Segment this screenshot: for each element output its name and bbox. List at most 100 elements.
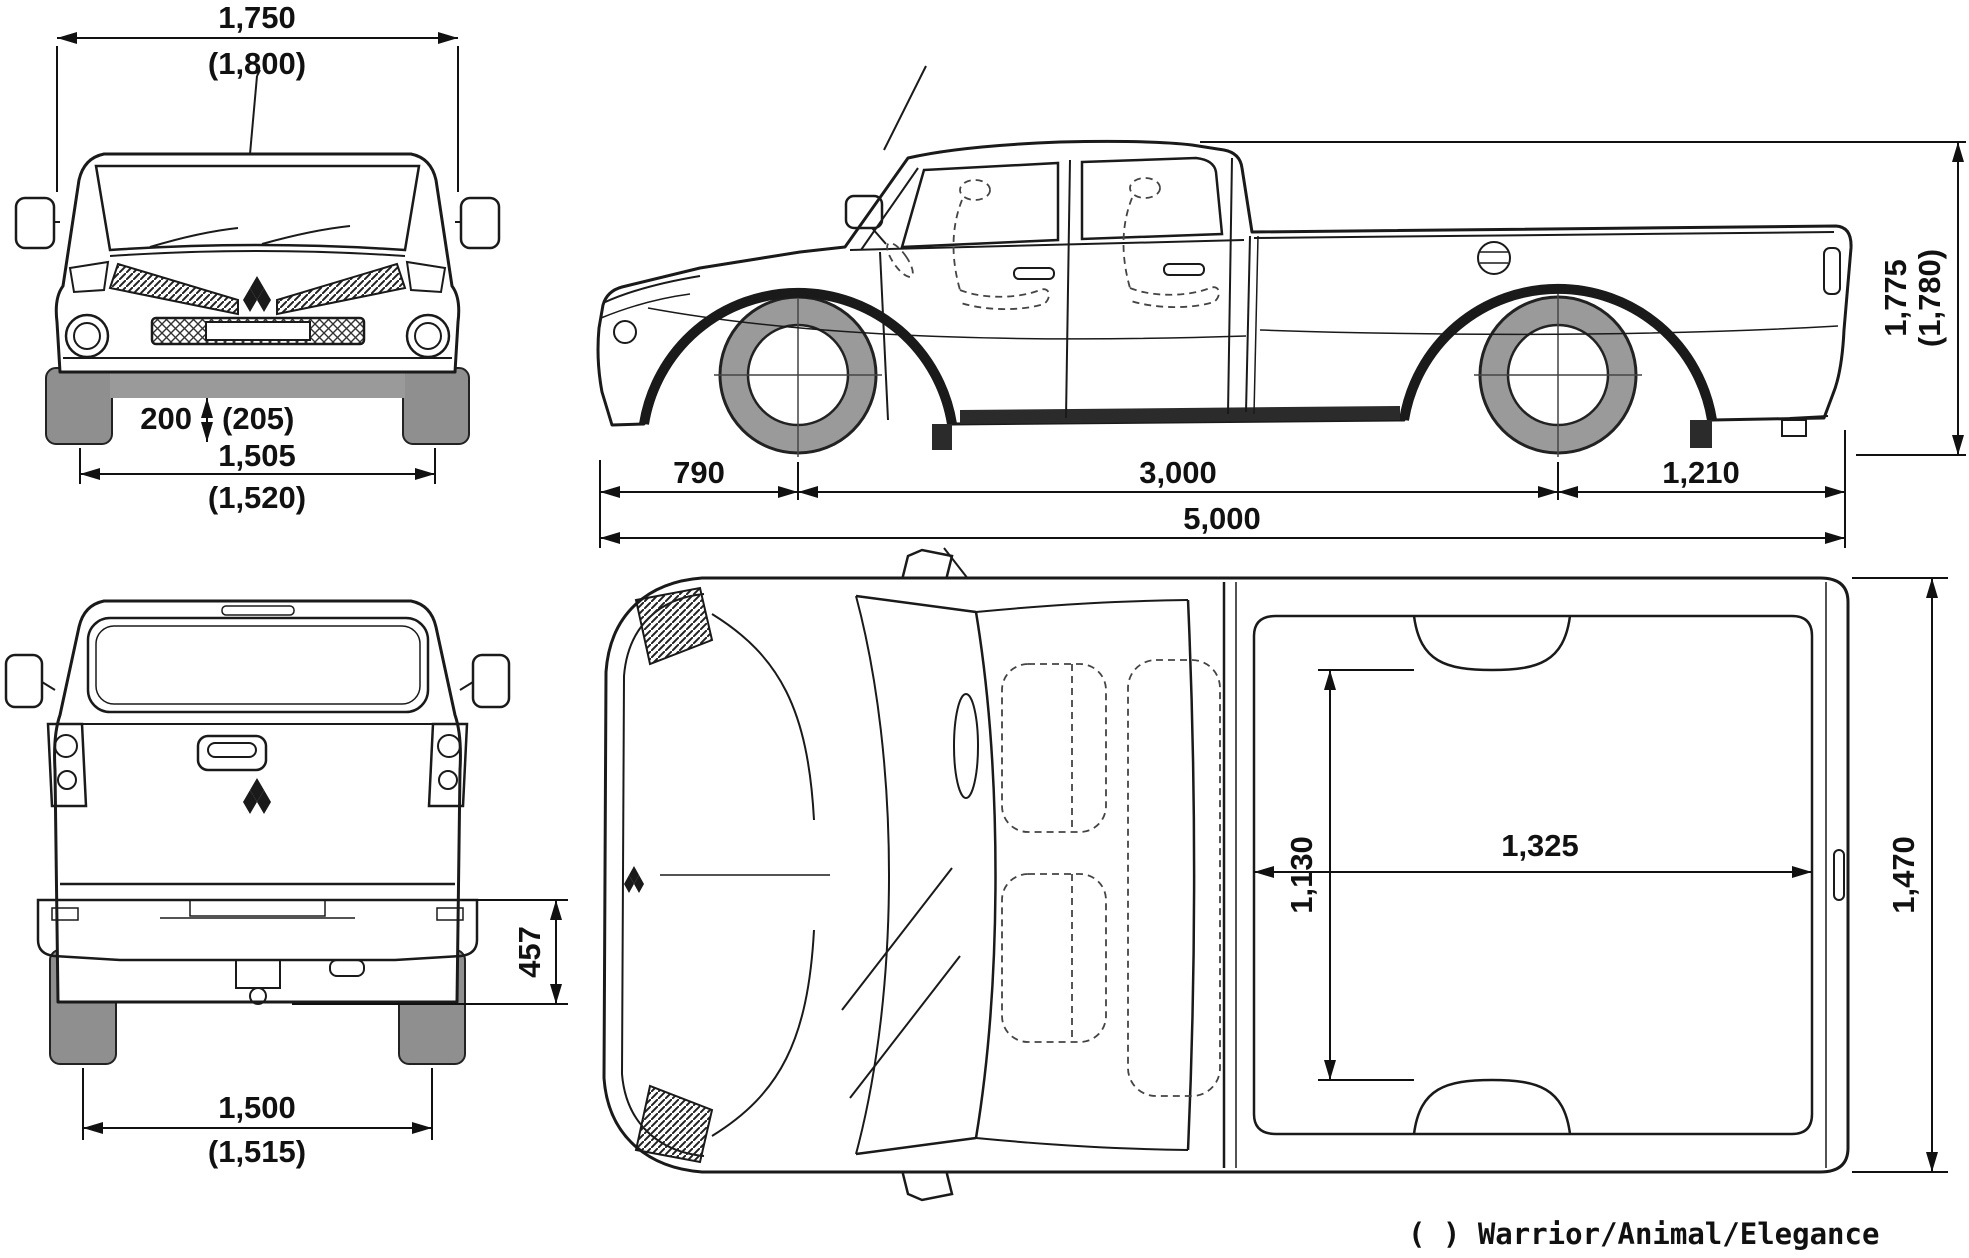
fuel-cap-slats <box>1480 251 1508 264</box>
front-door-window <box>900 161 1060 249</box>
dim-overall-length: 5,000 <box>600 501 1845 544</box>
headlamp-right <box>405 260 447 294</box>
brand-logo-icon <box>257 288 271 312</box>
dim-label-bed-length: 1,325 <box>1501 828 1579 863</box>
dim-label-rear-overhang: 1,210 <box>1662 455 1740 490</box>
dim-label-ground-clearance-alt: (205) <box>222 401 294 436</box>
cab-bed-gap <box>1245 235 1251 413</box>
headlamp-line-2 <box>600 293 691 319</box>
rear-view: 457 1,500 (1,515) <box>4 599 568 1169</box>
foglamp-left-inner <box>73 322 101 350</box>
dim-label-overall-width: 1,750 <box>218 0 296 35</box>
mirror-right <box>471 653 511 709</box>
dim-label-ground-clearance: 200 <box>140 401 192 436</box>
brand-logo-icon <box>257 790 271 814</box>
dim-bumper-height: 457 <box>292 899 568 1005</box>
dim-label-overall-height: 1,775 <box>1878 259 1913 337</box>
rear-bumper <box>36 898 479 962</box>
headlamp-top <box>634 586 714 666</box>
headlamp-line <box>602 275 701 304</box>
bed-crease <box>1259 325 1839 336</box>
tailgate-handle <box>196 734 268 772</box>
door-seam-mid <box>1065 159 1071 419</box>
dim-front-track: 1,505 (1,520) <box>79 438 436 515</box>
dim-label-rear-track: 1,500 <box>218 1090 296 1125</box>
mirror-left <box>14 196 56 250</box>
tow-hitch <box>1781 419 1807 437</box>
wiper-2 <box>849 955 961 1099</box>
mirror-left-stem <box>41 681 56 691</box>
dim-label-front-track: 1,505 <box>218 438 296 473</box>
front-left-wheel <box>45 367 113 445</box>
brand-logo-icon <box>243 288 257 312</box>
brand-logo-icon <box>634 875 644 893</box>
roof-side-bottom <box>975 1137 1189 1151</box>
dim-label-overall-length: 5,000 <box>1183 501 1261 536</box>
rear-bumper-step <box>1789 415 1829 419</box>
top-body-outline <box>602 576 1850 1174</box>
taillight <box>1823 247 1841 295</box>
mirror-right-stem <box>459 681 474 691</box>
taillight-left <box>46 722 88 808</box>
dim-label-rear-track-alt: (1,515) <box>208 1134 306 1169</box>
hood-crease-top <box>711 613 815 821</box>
rear-wheel-arch <box>1399 283 1717 421</box>
antenna <box>883 65 927 151</box>
headlamp-left <box>68 260 110 294</box>
dim-ground-clearance: 200 (205) <box>140 398 294 442</box>
roof-side-top <box>975 599 1189 613</box>
dim-label-overall-width-alt: (1,800) <box>208 46 306 81</box>
rear-mudflap <box>1690 420 1712 448</box>
dim-front-overhang: 790 <box>599 455 799 548</box>
side-view: 790 3,000 1,210 5,000 1,775 (1,780) <box>596 65 1966 548</box>
dim-label-wheelbase: 3,000 <box>1139 455 1217 490</box>
tailgate-handle-grip <box>207 742 257 758</box>
mirror-bottom <box>900 1168 954 1202</box>
wiper-left <box>149 227 239 248</box>
rear-door-handle <box>1163 263 1205 276</box>
dim-rear-track: 1,500 (1,515) <box>82 1068 433 1169</box>
top-view: 1,130 1,325 1,470 <box>602 547 1948 1202</box>
tailgate-handle <box>1833 849 1845 901</box>
dim-label-rear-width: 1,470 <box>1886 836 1921 914</box>
headlamp-bottom <box>634 1084 714 1164</box>
beltline <box>849 239 1245 251</box>
dim-overall-width: 1,750 (1,800) <box>56 0 459 192</box>
dim-label-front-track-alt: (1,520) <box>208 480 306 515</box>
hood-crease-bottom <box>711 929 815 1137</box>
license-recess <box>189 899 326 917</box>
license-plate <box>205 321 311 341</box>
taillight-right <box>427 722 469 808</box>
bed-rail-inner <box>1253 231 1835 239</box>
front-wheel-arch <box>639 287 957 425</box>
rear-wheel <box>1474 293 1642 457</box>
front-view: 1,750 (1,800) 200 (205) 1,505 (1,520) <box>14 0 501 515</box>
hood-edge <box>109 250 406 257</box>
dim-label-inner-bed-width: 1,130 <box>1284 836 1319 914</box>
dim-wheelbase: 3,000 <box>798 455 1559 500</box>
rear-window <box>86 616 430 714</box>
dim-label-overall-height-alt: (1,780) <box>1912 249 1947 347</box>
taillight-right-lamp2 <box>438 770 458 790</box>
taillight-right-lamp1 <box>437 734 461 758</box>
wheel-housing-top <box>1412 615 1572 672</box>
steering-wheel <box>953 693 979 799</box>
foglamp-right-inner <box>414 322 442 350</box>
fuel-cap <box>1477 241 1511 275</box>
rear-door-seam <box>1227 157 1233 415</box>
bed-inner-wall <box>1252 614 1814 1136</box>
interior-seats <box>886 177 1220 310</box>
front-wheel <box>714 293 882 457</box>
windshield <box>94 164 421 252</box>
mirror-left <box>4 653 44 709</box>
dim-label-front-overhang: 790 <box>673 455 725 490</box>
steering-wheel <box>886 242 914 278</box>
mirror-top <box>900 548 954 582</box>
brand-logo-icon <box>624 875 634 893</box>
trim-legend-note: ( ) Warrior/Animal/Elegance <box>1408 1217 1879 1251</box>
reflector-right <box>436 907 464 921</box>
high-stop-lamp <box>221 605 295 616</box>
a-pillars <box>855 594 977 1156</box>
